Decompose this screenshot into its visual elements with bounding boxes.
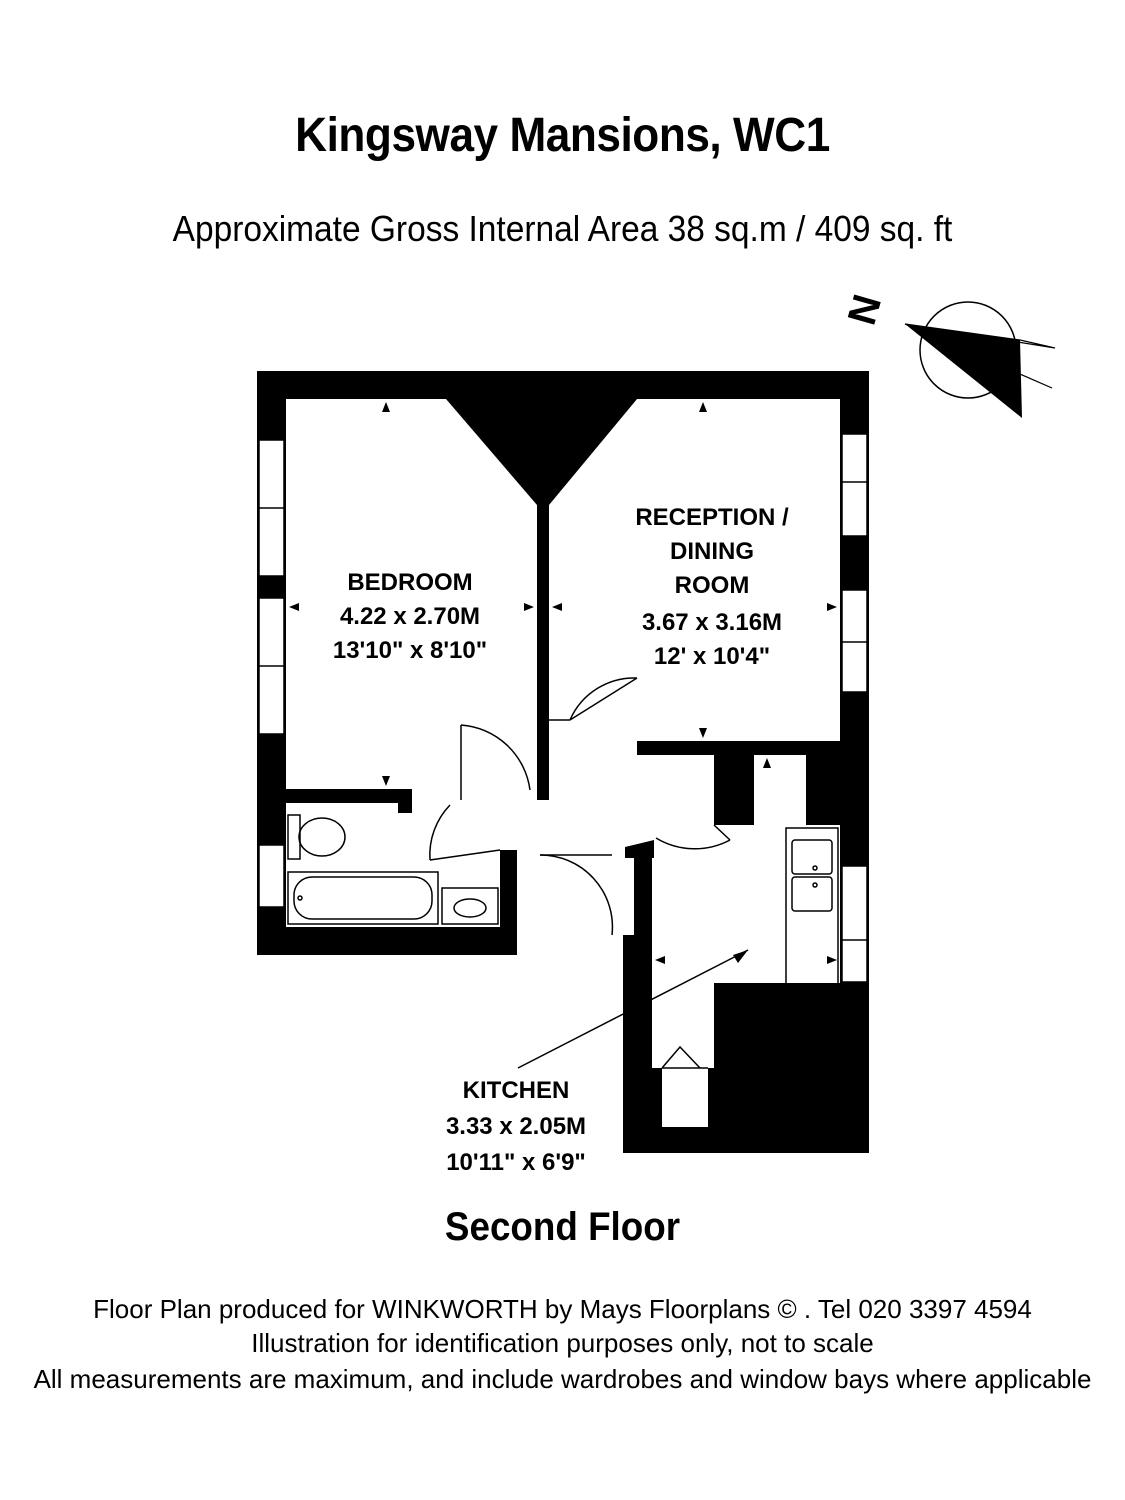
- windows: [258, 433, 868, 983]
- reception-label: RECEPTION / DINING ROOM 3.67 x 3.16M 12'…: [635, 504, 789, 670]
- kitchen-name: KITCHEN: [463, 1077, 570, 1104]
- bedroom-label: BEDROOM 4.22 x 2.70M 13'10" x 8'10": [333, 569, 487, 664]
- kitchen-metric: 3.33 x 2.05M: [446, 1113, 586, 1140]
- dimension-arrows: [289, 402, 837, 1064]
- footer-measurements-note: All measurements are maximum, and includ…: [33, 1364, 1092, 1394]
- bedroom-imperial: 13'10" x 8'10": [333, 637, 487, 664]
- bedroom-name: BEDROOM: [347, 569, 472, 596]
- kitchen-sink: [791, 839, 833, 875]
- area-subtitle: Approximate Gross Internal Area 38 sq.m …: [172, 208, 953, 249]
- kitchen-pointer-arrowhead: [733, 950, 748, 963]
- walls: [257, 371, 869, 1153]
- plan-title: Kingsway Mansions, WC1: [295, 109, 830, 162]
- compass: N: [840, 290, 1056, 418]
- fixtures: [287, 814, 839, 1069]
- reception-metric: 3.67 x 3.16M: [642, 609, 782, 636]
- reception-imperial: 12' x 10'4": [654, 643, 770, 670]
- bedroom-metric: 4.22 x 2.70M: [340, 603, 480, 630]
- doors: [429, 677, 731, 936]
- footer-credit: Floor Plan produced for WINKWORTH by May…: [93, 1294, 1032, 1324]
- kitchen-counter: [785, 827, 839, 1065]
- reception-name-line2: DINING: [670, 538, 754, 565]
- toilet-cistern: [287, 814, 301, 860]
- kitchen-pointer: [517, 949, 749, 1069]
- reception-name-line3: ROOM: [675, 572, 750, 599]
- hob: [789, 985, 837, 1035]
- bath: [287, 871, 439, 925]
- reception-name-line1: RECEPTION /: [635, 504, 789, 531]
- floor-name: Second Floor: [444, 1205, 681, 1249]
- bathroom-sink: [441, 887, 499, 925]
- kitchen-label: KITCHEN 3.33 x 2.05M 10'11" x 6'9": [446, 1077, 586, 1176]
- kitchen-imperial: 10'11" x 6'9": [446, 1149, 586, 1176]
- compass-north-label: N: [840, 290, 890, 330]
- toilet-bowl: [298, 817, 346, 857]
- footer-disclaimer: Illustration for identification purposes…: [251, 1328, 874, 1358]
